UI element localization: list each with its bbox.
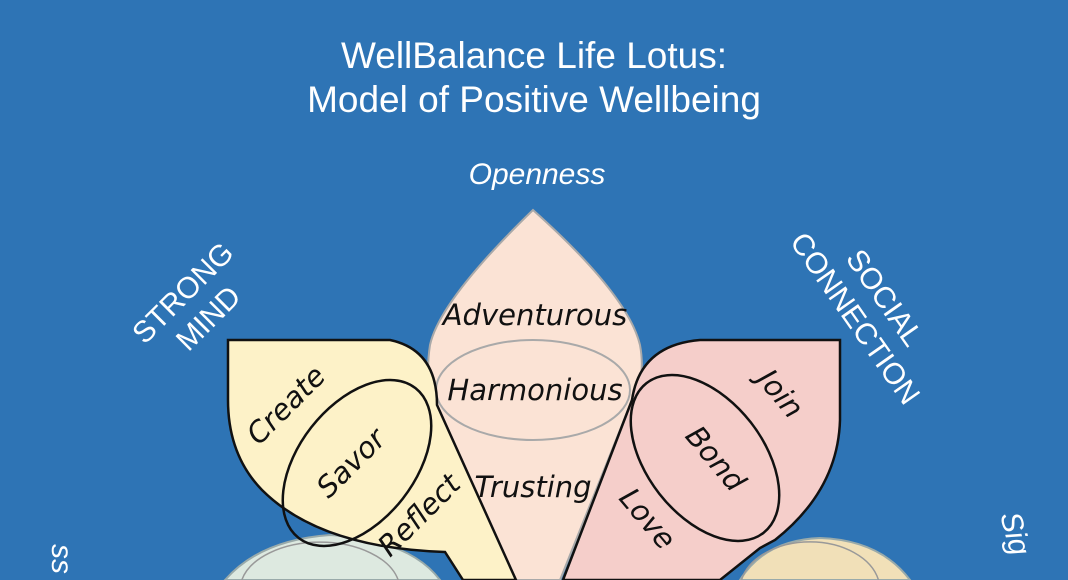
right-bottom-ellipse bbox=[740, 541, 880, 580]
diagram-title: WellBalance Life Lotus: Model of Positiv… bbox=[0, 34, 1068, 122]
title-line-1: WellBalance Life Lotus: bbox=[341, 35, 727, 76]
label-right-partial: Sig bbox=[993, 508, 1036, 559]
social-ellipse bbox=[629, 373, 781, 543]
left-bottom-ellipse bbox=[241, 541, 399, 580]
word-trusting: Trusting bbox=[474, 470, 591, 504]
petal-strong-mind bbox=[226, 338, 518, 580]
petal-openness bbox=[427, 208, 643, 580]
petal-social-connection bbox=[561, 338, 842, 580]
label-openness: Openness bbox=[469, 158, 606, 191]
word-adventurous: Adventurous bbox=[441, 298, 628, 332]
word-harmonious: Harmonious bbox=[447, 373, 622, 407]
strong-mind-ellipse bbox=[281, 378, 433, 548]
title-line-2: Model of Positive Wellbeing bbox=[307, 79, 761, 120]
petal-right-bottom bbox=[738, 536, 912, 580]
label-left-partial: ss bbox=[45, 544, 78, 574]
